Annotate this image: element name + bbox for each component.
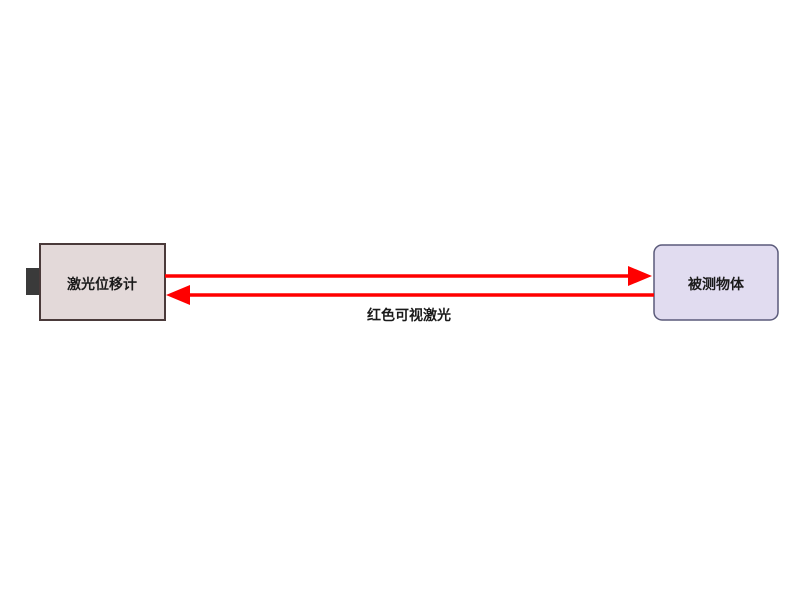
sensor-box[interactable] [39,243,166,321]
target-label: 被测物体 [688,276,745,293]
reflected-arrowhead [166,285,190,305]
target-box[interactable] [653,244,779,321]
outgoing-arrowhead [628,266,652,286]
laser-beam-label: 红色可视激光 [367,307,451,324]
sensor-label: 激光位移计 [67,276,137,293]
sensor-lens [26,268,42,295]
